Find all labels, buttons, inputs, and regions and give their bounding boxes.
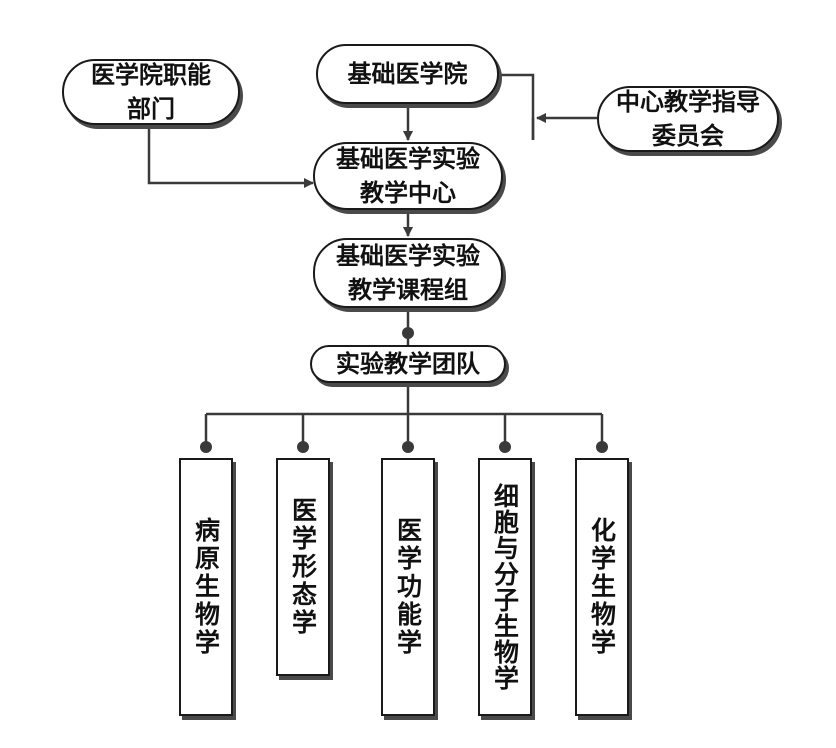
junction-dot-team — [402, 327, 414, 339]
node-teaching-team: 实验教学团队 — [310, 345, 506, 383]
node-basic-medical-school-label: 基础医学院 — [347, 60, 468, 88]
branch-box-cell-molecular-biology: 细胞与分子生物学 — [478, 458, 532, 716]
junction-dot-branch-5 — [596, 441, 608, 453]
branch-box-pathogen-biology: 病原生物学 — [179, 458, 233, 716]
branch-box-chemical-biology: 化学生物学 — [575, 458, 629, 716]
connector-school-to-committee-merge — [499, 73, 535, 140]
node-experiment-center-line2: 教学中心 — [360, 179, 456, 207]
node-course-group-line2: 教学课程组 — [348, 276, 468, 304]
node-medical-school-depts-line2: 部门 — [127, 95, 175, 123]
branch-label-medical-morphology: 医学形态学 — [288, 497, 318, 637]
junction-dot-branch-3 — [402, 441, 414, 453]
junction-dot-branch-1 — [200, 441, 212, 453]
node-basic-medical-school: 基础医学院 — [316, 44, 499, 104]
branch-label-medical-function: 医学功能学 — [393, 517, 423, 657]
junction-dot-branch-2 — [297, 441, 309, 453]
arrow-depts-to-center — [147, 122, 314, 188]
node-experiment-center: 基础医学实验 教学中心 — [313, 142, 503, 210]
branch-box-medical-function: 医学功能学 — [381, 458, 435, 716]
node-medical-school-depts: 医学院职能 部门 — [62, 59, 240, 125]
node-course-group: 基础医学实验 教学课程组 — [313, 238, 503, 308]
node-experiment-center-line1: 基础医学实验 — [336, 145, 480, 173]
node-teaching-committee: 中心教学指导 委员会 — [597, 86, 779, 152]
node-teaching-committee-line1: 中心教学指导 — [616, 88, 760, 116]
node-teaching-team-label: 实验教学团队 — [336, 350, 480, 378]
node-medical-school-depts-line1: 医学院职能 — [91, 61, 211, 89]
node-course-group-line1: 基础医学实验 — [336, 242, 480, 270]
branch-label-chemical-biology: 化学生物学 — [587, 517, 617, 657]
junction-dot-branch-4 — [499, 441, 511, 453]
branch-label-cell-molecular-biology: 细胞与分子生物学 — [490, 483, 520, 691]
node-teaching-committee-line2: 委员会 — [652, 122, 724, 150]
branch-label-pathogen-biology: 病原生物学 — [191, 517, 221, 657]
branch-box-medical-morphology: 医学形态学 — [276, 458, 330, 676]
